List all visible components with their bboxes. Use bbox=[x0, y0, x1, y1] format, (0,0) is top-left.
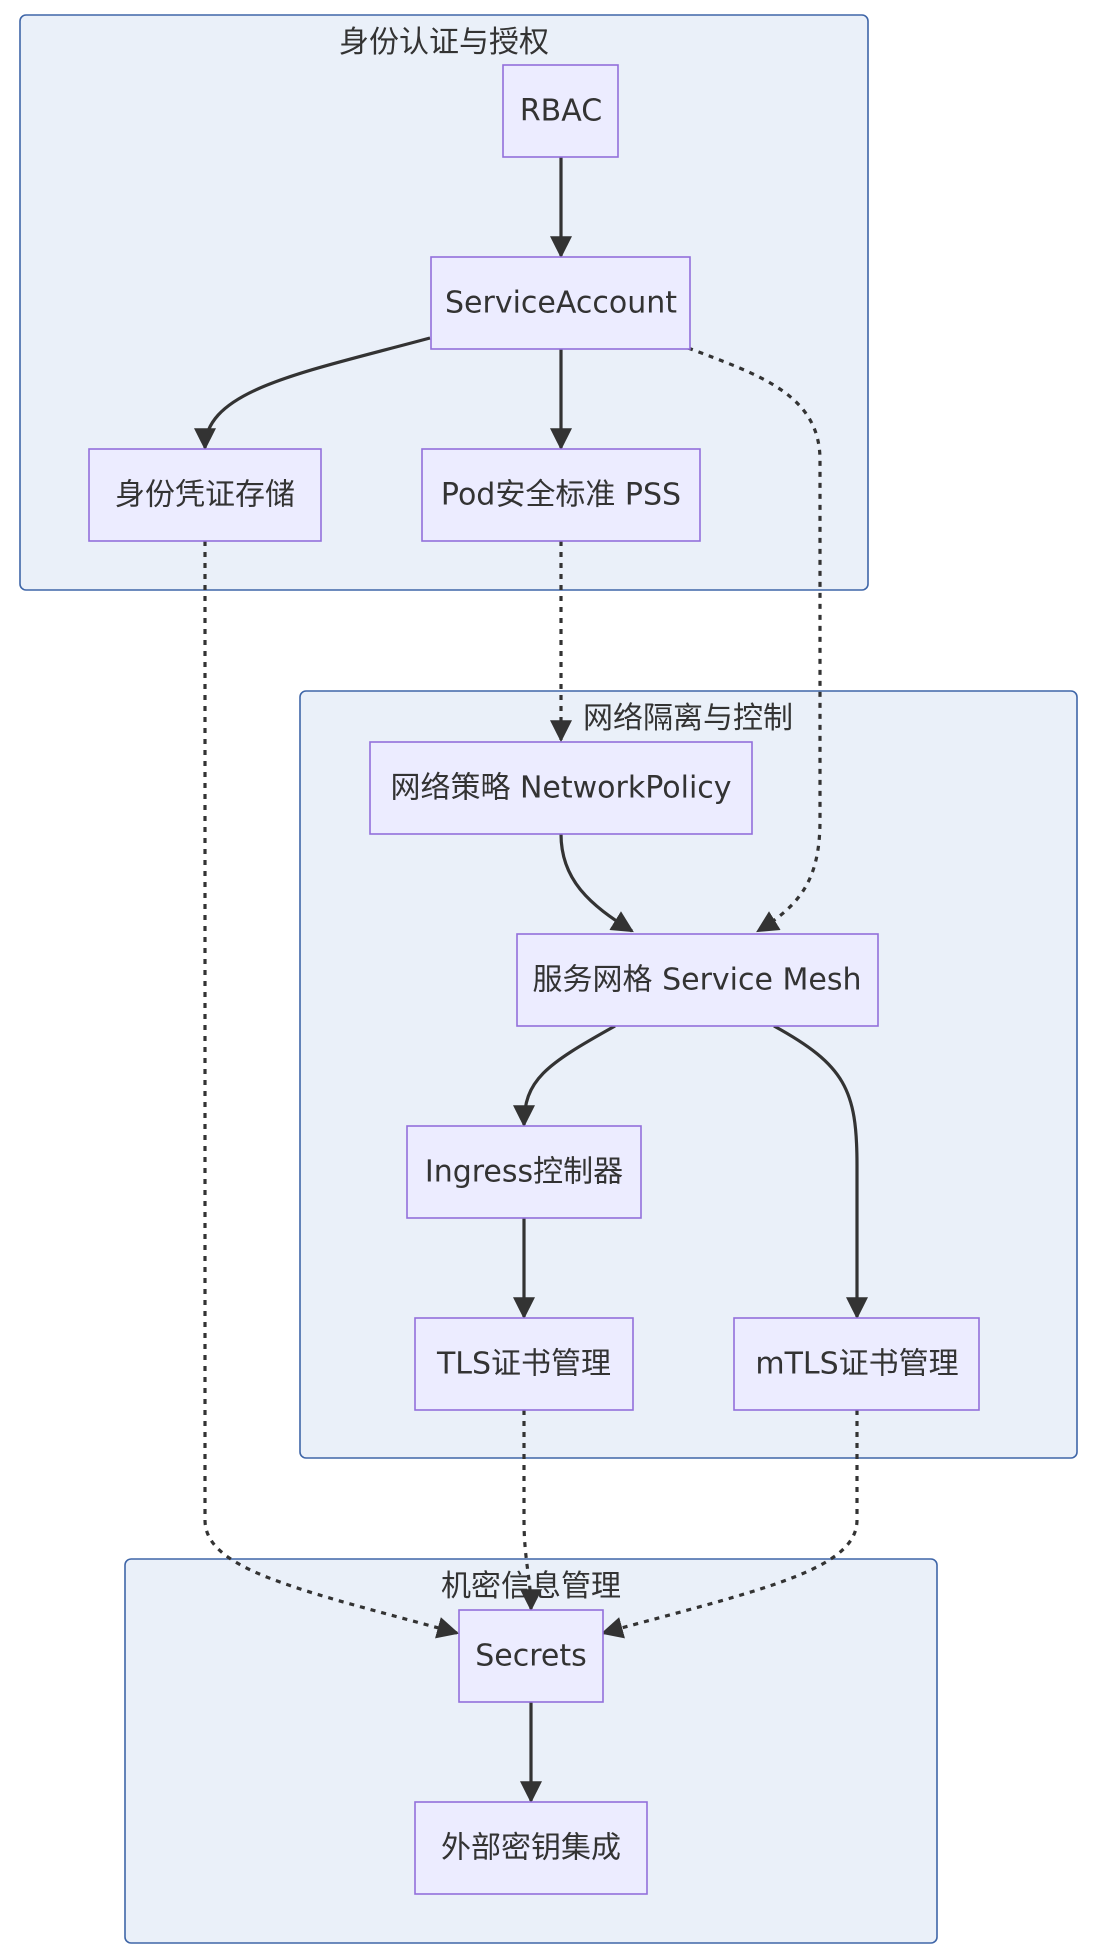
edge-mtls-secrets bbox=[600, 1410, 859, 1639]
edge-serviceaccount-credential-store bbox=[194, 336, 431, 451]
edge-credential-store-secrets bbox=[203, 541, 460, 1639]
node-secrets-label: Secrets bbox=[475, 1639, 587, 1674]
node-secrets[interactable]: Secrets bbox=[458, 1609, 604, 1703]
node-ingress-controller-label: Ingress控制器 bbox=[425, 1155, 623, 1190]
node-mtls-cert-management[interactable]: mTLS证书管理 bbox=[733, 1317, 980, 1411]
cluster-identity-auth-title: 身份认证与授权 bbox=[339, 25, 549, 60]
cluster-network-control: 网络隔离与控制 bbox=[299, 690, 1078, 1459]
node-pss[interactable]: Pod安全标准 PSS bbox=[421, 448, 701, 542]
node-service-account-label: ServiceAccount bbox=[445, 286, 677, 321]
node-credential-store[interactable]: 身份凭证存储 bbox=[88, 448, 322, 542]
cluster-network-control-title: 网络隔离与控制 bbox=[583, 701, 793, 736]
node-rbac[interactable]: RBAC bbox=[502, 64, 619, 158]
node-tls-cert-management[interactable]: TLS证书管理 bbox=[414, 1317, 634, 1411]
node-ingress-controller[interactable]: Ingress控制器 bbox=[406, 1125, 642, 1219]
edge-servicemesh-ingress bbox=[513, 1024, 616, 1128]
node-service-mesh-label: 服务网格 Service Mesh bbox=[533, 963, 862, 998]
node-rbac-label: RBAC bbox=[520, 94, 602, 129]
edge-networkpolicy-servicemesh bbox=[559, 833, 634, 933]
edges bbox=[194, 157, 868, 1804]
node-pss-label: Pod安全标准 PSS bbox=[441, 478, 681, 513]
node-service-account[interactable]: ServiceAccount bbox=[430, 256, 691, 350]
node-credential-store-label: 身份凭证存储 bbox=[115, 478, 295, 513]
edge-servicemesh-mtls bbox=[773, 1024, 868, 1320]
node-external-kms-label: 外部密钥集成 bbox=[441, 1831, 621, 1866]
edge-tls-secrets bbox=[519, 1410, 542, 1612]
node-external-kms[interactable]: 外部密钥集成 bbox=[414, 1801, 648, 1895]
node-tls-cert-management-label: TLS证书管理 bbox=[436, 1347, 611, 1382]
node-network-policy-label: 网络策略 NetworkPolicy bbox=[390, 771, 731, 806]
node-network-policy[interactable]: 网络策略 NetworkPolicy bbox=[369, 741, 753, 835]
node-mtls-cert-management-label: mTLS证书管理 bbox=[755, 1347, 958, 1382]
node-service-mesh[interactable]: 服务网格 Service Mesh bbox=[516, 933, 879, 1027]
